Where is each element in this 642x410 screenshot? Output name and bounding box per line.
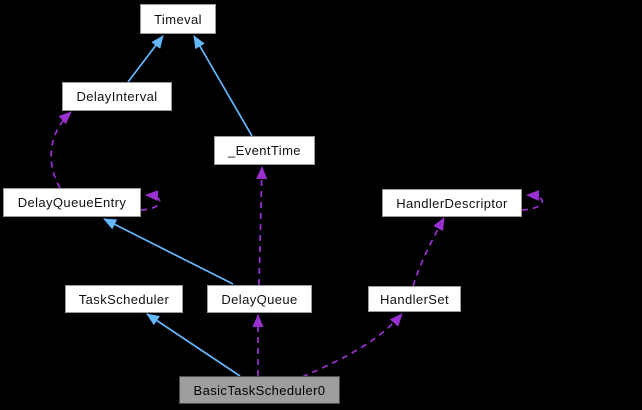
class-node-taskscheduler[interactable]: TaskScheduler xyxy=(65,285,183,313)
edge-delayqueue-to-eventtime xyxy=(256,166,268,286)
class-node-basictaskscheduler0-current: BasicTaskScheduler0 xyxy=(179,376,340,404)
edge-basictaskscheduler0-to-handlerset xyxy=(301,313,403,378)
edge-delayinterval-to-timeval xyxy=(127,35,164,83)
class-node-eventtime[interactable]: _EventTime xyxy=(214,136,315,165)
edge-delayqueueentry-to-delayinterval xyxy=(50,111,72,189)
class-node-delayinterval[interactable]: DelayInterval xyxy=(62,82,172,111)
class-node-delayqueueentry[interactable]: DelayQueueEntry xyxy=(3,188,141,217)
class-node-timeval[interactable]: Timeval xyxy=(140,4,216,34)
class-node-delayqueue[interactable]: DelayQueue xyxy=(207,285,312,313)
edge-delayqueue-to-delayqueueentry xyxy=(103,218,234,285)
class-node-handlerset[interactable]: HandlerSet xyxy=(368,286,461,312)
edge-eventtime-to-timeval xyxy=(193,35,253,137)
edge-delayqueueentry-self-loop xyxy=(140,190,161,211)
edge-basictaskscheduler0-to-taskscheduler xyxy=(146,313,241,377)
class-node-handlerdescriptor[interactable]: HandlerDescriptor xyxy=(382,189,522,217)
edge-handlerdescriptor-self-loop xyxy=(521,190,543,211)
edge-handlerset-to-handlerdescriptor xyxy=(412,217,445,287)
